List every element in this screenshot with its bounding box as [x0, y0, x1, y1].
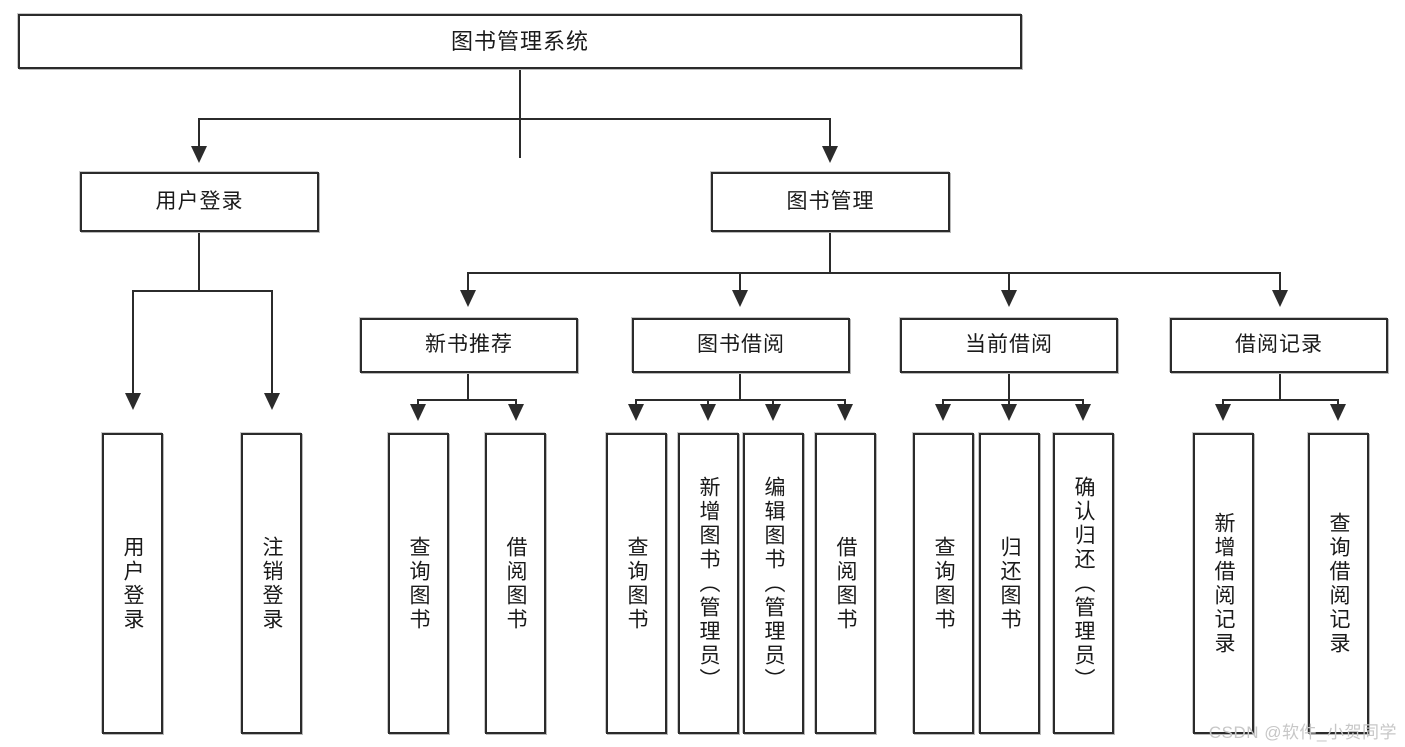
leaf-new-book-query[interactable]: 查询图书 — [388, 433, 449, 734]
connector-level1-left-drop — [198, 118, 200, 148]
connector-level1-right-drop — [829, 118, 831, 148]
arrow-currentborrow-leaf-2 — [1001, 404, 1017, 421]
leaf-book-borrow-query[interactable]: 查询图书 — [606, 433, 667, 734]
connector-currentborrow-drop-3 — [1082, 399, 1084, 406]
node-label: 编辑图书（管理员） — [762, 475, 785, 692]
arrow-newbook-leaf-2 — [508, 404, 524, 421]
node-label: 注销登录 — [260, 535, 283, 632]
leaf-user-login-login[interactable]: 用户登录 — [102, 433, 163, 734]
arrow-bookborrow-leaf-2 — [700, 404, 716, 421]
arrow-currentborrow-leaf-3 — [1075, 404, 1091, 421]
connector-borrowrecord-bus — [1222, 399, 1339, 401]
leaf-borrow-record-query[interactable]: 查询借阅记录 — [1308, 433, 1369, 734]
arrow-to-borrow-record — [1272, 290, 1288, 307]
arrow-to-new-book — [460, 290, 476, 307]
connector-level2-drop-1 — [467, 272, 469, 292]
node-label: 图书管理 — [786, 189, 875, 213]
arrow-to-current-borrow — [1001, 290, 1017, 307]
node-label: 查询图书 — [407, 535, 430, 632]
connector-bookborrow-drop-2 — [707, 399, 709, 406]
connector-userlogin-drop-2 — [271, 290, 273, 395]
connector-level2-drop-2 — [739, 272, 741, 292]
connector-newbook-drop-1 — [417, 399, 419, 406]
arrow-to-book-manage — [822, 146, 838, 163]
connector-root-stem — [519, 69, 521, 158]
leaf-current-borrow-query[interactable]: 查询图书 — [913, 433, 974, 734]
connector-bookborrow-stem — [739, 373, 741, 401]
arrow-bookborrow-leaf-4 — [837, 404, 853, 421]
connector-bookborrow-drop-4 — [844, 399, 846, 406]
leaf-book-borrow-add[interactable]: 新增图书（管理员） — [678, 433, 739, 734]
connector-newbook-drop-2 — [515, 399, 517, 406]
node-label: 新增借阅记录 — [1212, 511, 1235, 656]
node-user-login[interactable]: 用户登录 — [80, 172, 319, 232]
connector-bookborrow-bus — [635, 399, 846, 401]
connector-borrowrecord-stem — [1279, 373, 1281, 401]
connector-currentborrow-stem — [1008, 373, 1010, 401]
leaf-new-book-borrow[interactable]: 借阅图书 — [485, 433, 546, 734]
node-label: 确认归还（管理员） — [1072, 475, 1095, 692]
arrow-userlogin-leaf-1 — [125, 393, 141, 410]
connector-borrowrecord-drop-2 — [1337, 399, 1339, 406]
node-label: 用户登录 — [121, 535, 144, 632]
csdn-watermark: CSDN @软件_小贺同学 — [1208, 723, 1397, 742]
connector-currentborrow-drop-2 — [1008, 399, 1010, 406]
node-borrow-record[interactable]: 借阅记录 — [1170, 318, 1388, 373]
node-label: 新增图书（管理员） — [697, 475, 720, 692]
arrow-borrowrecord-leaf-1 — [1215, 404, 1231, 421]
node-label: 图书借阅 — [697, 333, 785, 357]
leaf-book-borrow-borrow[interactable]: 借阅图书 — [815, 433, 876, 734]
node-current-borrow[interactable]: 当前借阅 — [900, 318, 1118, 373]
node-new-book-recommend[interactable]: 新书推荐 — [360, 318, 578, 373]
arrow-to-book-borrow — [732, 290, 748, 307]
node-label: 新书推荐 — [425, 333, 513, 357]
leaf-book-borrow-edit[interactable]: 编辑图书（管理员） — [743, 433, 804, 734]
arrow-userlogin-leaf-2 — [264, 393, 280, 410]
leaf-current-borrow-confirm-return[interactable]: 确认归还（管理员） — [1053, 433, 1114, 734]
node-book-borrow[interactable]: 图书借阅 — [632, 318, 850, 373]
arrow-newbook-leaf-1 — [410, 404, 426, 421]
node-root-book-management-system[interactable]: 图书管理系统 — [18, 14, 1022, 69]
node-label: 当前借阅 — [965, 333, 1053, 357]
connector-newbook-stem — [467, 373, 469, 401]
leaf-current-borrow-return[interactable]: 归还图书 — [979, 433, 1040, 734]
connector-newbook-bus — [417, 399, 517, 401]
connector-bookborrow-drop-3 — [772, 399, 774, 406]
node-label: 查询借阅记录 — [1327, 511, 1350, 656]
node-label: 归还图书 — [998, 535, 1021, 632]
leaf-user-login-logout[interactable]: 注销登录 — [241, 433, 302, 734]
connector-bookborrow-drop-1 — [635, 399, 637, 406]
node-label: 图书管理系统 — [450, 28, 589, 54]
leaf-borrow-record-add[interactable]: 新增借阅记录 — [1193, 433, 1254, 734]
connector-userlogin-bus — [132, 290, 272, 292]
node-book-management[interactable]: 图书管理 — [711, 172, 950, 232]
connector-level2-drop-3 — [1008, 272, 1010, 292]
arrow-bookborrow-leaf-1 — [628, 404, 644, 421]
connector-userlogin-drop-1 — [132, 290, 134, 395]
arrow-bookborrow-leaf-3 — [765, 404, 781, 421]
connector-bookmanage-stem — [829, 232, 831, 274]
connector-currentborrow-drop-1 — [942, 399, 944, 406]
connector-borrowrecord-drop-1 — [1222, 399, 1224, 406]
arrow-to-user-login — [191, 146, 207, 163]
connector-level2-drop-4 — [1279, 272, 1281, 292]
connector-userlogin-stem — [198, 232, 200, 292]
connector-level1-bus — [198, 118, 830, 120]
node-label: 查询图书 — [625, 535, 648, 632]
node-label: 用户登录 — [155, 189, 244, 213]
node-label: 借阅记录 — [1235, 333, 1323, 357]
arrow-currentborrow-leaf-1 — [935, 404, 951, 421]
arrow-borrowrecord-leaf-2 — [1330, 404, 1346, 421]
node-label: 借阅图书 — [834, 535, 857, 632]
node-label: 借阅图书 — [504, 535, 527, 632]
connector-level2-bus — [467, 272, 1280, 274]
connector-currentborrow-bus — [942, 399, 1084, 401]
node-label: 查询图书 — [932, 535, 955, 632]
